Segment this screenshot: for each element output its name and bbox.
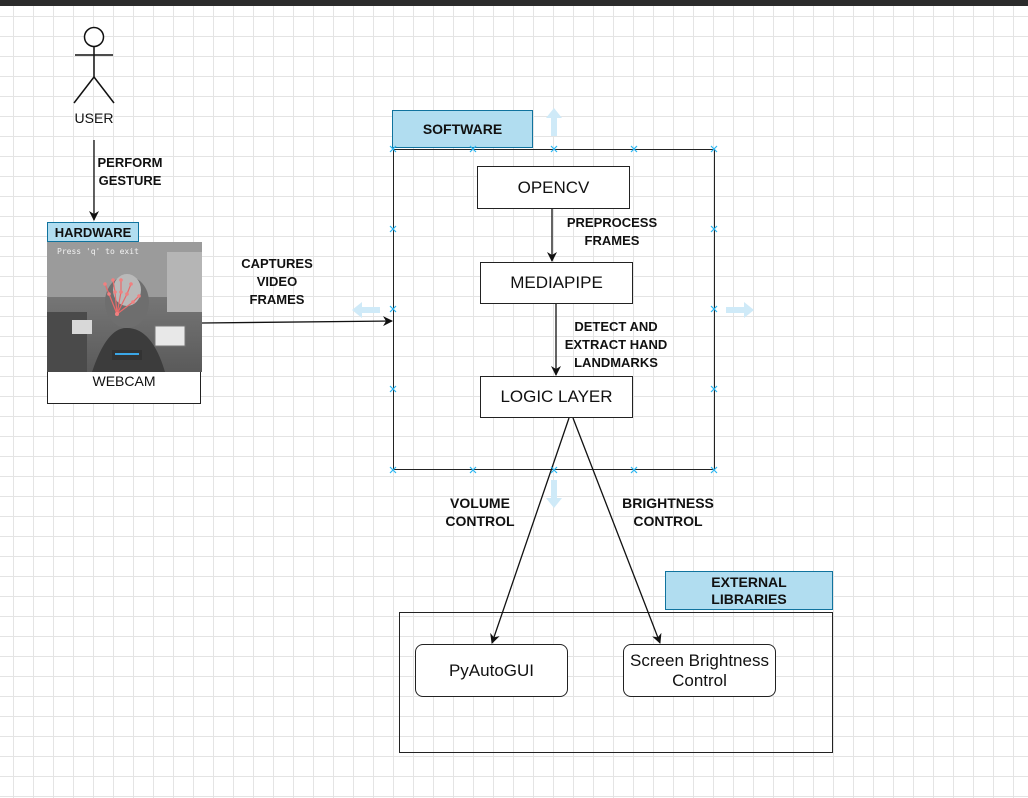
external-libraries-tag[interactable]: EXTERNAL LIBRARIES [665,571,833,610]
top-bar [0,0,1028,6]
user-actor-icon [73,26,115,104]
external-tag-line2: LIBRARIES [711,590,787,607]
label-line: VOLUME [450,495,510,511]
label-line: CONTROL [445,513,515,529]
label-line: LANDMARKS [574,355,658,370]
brightness-line1: Screen Brightness [630,650,769,670]
external-tag-line1: EXTERNAL [711,573,787,590]
software-tag[interactable]: SOFTWARE [392,110,533,148]
hover-arrow-down-icon [546,480,562,508]
user-label: USER [74,110,114,126]
label-line: FRAMES [584,233,640,248]
label-line: EXTRACT HAND [564,337,668,352]
selection-handles [389,145,718,474]
external-libraries-container[interactable] [399,612,833,753]
screen-brightness-control-node[interactable]: Screen Brightness Control [623,644,776,697]
hover-arrow-up-icon [546,108,562,136]
label-preprocess-frames: PREPROCESS FRAMES [558,214,666,250]
hover-arrow-left-icon [352,302,380,318]
label-line: CONTROL [633,513,703,529]
webcam-label: WEBCAM [92,373,156,389]
webcam-preview-text: Press 'q' to exit [57,247,139,256]
label-detect-extract-landmarks: DETECT AND EXTRACT HAND LANDMARKS [558,318,674,372]
label-perform-gesture: PERFORM GESTURE [92,154,168,190]
label-line: GESTURE [98,173,162,188]
label-volume-control: VOLUME CONTROL [432,494,528,530]
logic-layer-node[interactable]: LOGIC LAYER [480,376,633,418]
edge-webcam-to-software[interactable] [201,316,393,327]
label-line: DETECT AND [574,319,658,334]
mediapipe-node[interactable]: MEDIAPIPE [480,262,633,304]
label-line: BRIGHTNESS [622,495,714,511]
edge-logic-to-pyautogui[interactable] [490,417,570,644]
hardware-tag[interactable]: HARDWARE [47,222,139,242]
webcam-preview-image [47,242,202,372]
label-line: FRAMES [249,292,305,307]
hover-arrow-right-icon [726,302,754,318]
label-line: VIDEO [256,274,298,289]
edge-logic-to-brightness[interactable] [572,417,662,644]
brightness-line2: Control [672,670,727,690]
hover-arrow-icons [352,108,754,508]
label-captures-video-frames: CAPTURES VIDEO FRAMES [232,255,322,309]
label-line: PERFORM [97,155,163,170]
label-brightness-control: BRIGHTNESS CONTROL [612,494,724,530]
label-line: PREPROCESS [566,215,658,230]
label-line: CAPTURES [241,256,313,271]
pyautogui-node[interactable]: PyAutoGUI [415,644,568,697]
opencv-node[interactable]: OPENCV [477,166,630,209]
